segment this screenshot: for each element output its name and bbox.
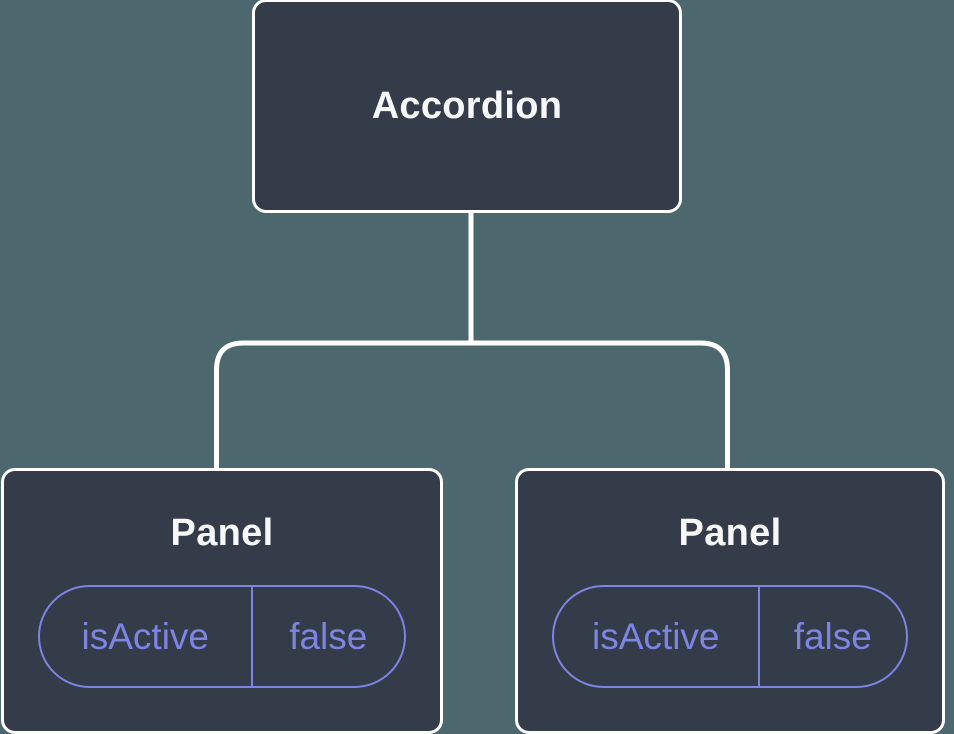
state-value: false bbox=[793, 615, 872, 657]
state-pill: isActive false bbox=[38, 585, 406, 688]
accordion-node-label: Accordion bbox=[371, 84, 563, 127]
state-key: isActive bbox=[554, 587, 760, 686]
panel-node-right: Panel isActive false bbox=[515, 468, 945, 734]
state-value: false bbox=[289, 615, 368, 657]
panel-node-label: Panel bbox=[678, 512, 782, 554]
state-pill: isActive false bbox=[552, 585, 908, 688]
panel-node-label: Panel bbox=[170, 512, 274, 554]
panel-node-left: Panel isActive false bbox=[1, 468, 443, 734]
state-key: isActive bbox=[40, 587, 253, 686]
connector-branch bbox=[214, 340, 730, 471]
accordion-node: Accordion bbox=[252, 0, 682, 213]
